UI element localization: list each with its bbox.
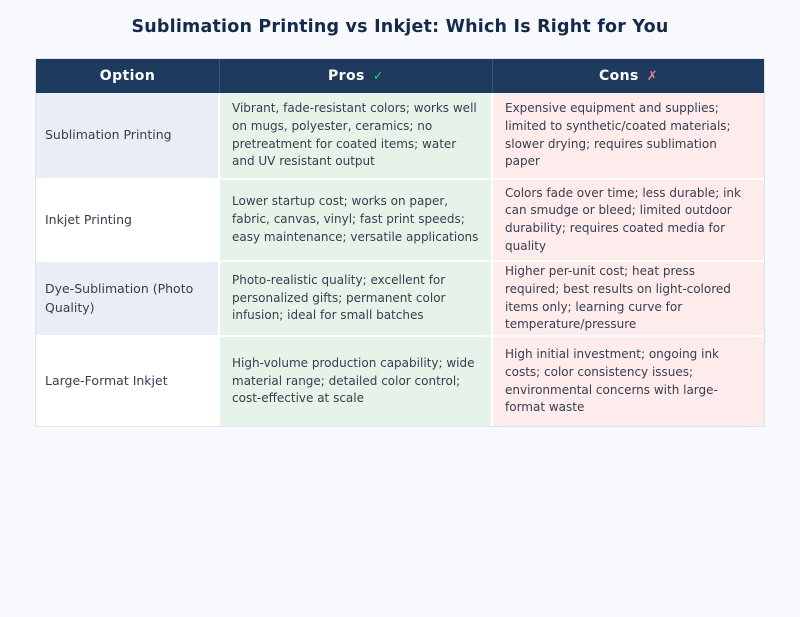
table-row-3-cons: Higher per-unit cost; heat press require… (493, 262, 764, 337)
table-row-4-cons: High initial investment; ongoing ink cos… (493, 337, 764, 426)
table-row-2-pros: Lower startup cost; works on paper, fabr… (220, 180, 493, 262)
table-row-4-option: Large-Format Inkjet (36, 337, 220, 426)
table-row-1-option: Sublimation Printing (36, 93, 220, 180)
check-icon: ✓ (372, 68, 384, 84)
table-row-3-pros: Photo-realistic quality; excellent for p… (220, 262, 493, 337)
column-header-option: Option (36, 59, 220, 93)
column-header-cons-label: Cons (598, 68, 639, 84)
column-header-cons: Cons ✗ (493, 59, 764, 93)
comparison-table: Option Pros ✓ Cons ✗ Sublimation Printin… (35, 58, 765, 427)
column-header-pros-label: Pros (327, 68, 365, 84)
page-title: Sublimation Printing vs Inkjet: Which Is… (131, 17, 669, 37)
table-row-2-cons: Colors fade over time; less durable; ink… (493, 180, 764, 262)
table-row-4-pros: High-volume production capability; wide … (220, 337, 493, 426)
table-row-1-pros: Vibrant, fade-resistant colors; works we… (220, 93, 493, 180)
table-row-2-option: Inkjet Printing (36, 180, 220, 262)
column-header-pros: Pros ✓ (220, 59, 493, 93)
cross-icon: ✗ (646, 68, 659, 84)
table-row-3-option: Dye-Sublimation (Photo Quality) (36, 262, 220, 337)
column-header-option-label: Option (99, 68, 156, 84)
table-row-1-cons: Expensive equipment and supplies; limite… (493, 93, 764, 180)
